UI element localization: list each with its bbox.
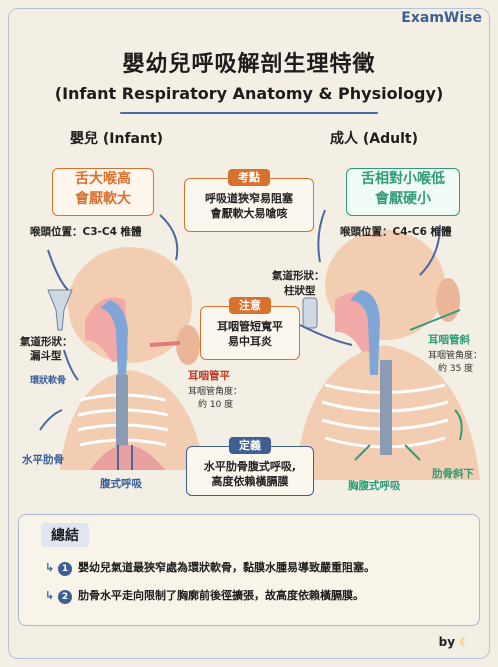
page-subtitle: (Infant Respiratory Anatomy & Physiology… [54,84,444,103]
adult-airway-value: 柱狀型 [284,285,316,297]
banana-icon: ☾ [459,635,470,649]
note-line1: 耳咽管短寬平 [217,320,283,333]
adult-heading: 成人 (Adult) [330,131,418,147]
adult-tube-angle-value: 約 35 度 [438,364,474,374]
summary-text-2: 肋骨水平走向限制了胸廓前後徑擴張，故高度依賴橫膈膜。 [78,589,365,602]
infant-ribs-label: 水平肋骨 [22,454,64,466]
keypoint-line1: 呼吸道狹窄易阻塞 [205,192,293,205]
adult-larynx-position: 喉頭位置：C4-C6 椎體 [340,226,452,238]
adult-tube-angle-label: 耳咽管角度： [428,351,483,361]
keypoint-box: 考點 呼吸道狹窄易阻塞 會厭軟大易嗆咳 [184,169,314,232]
definition-line1: 水平肋骨腹式呼吸, [203,460,297,473]
infant-feature-line2: 會厭軟大 [75,191,131,207]
infant-breathing-label: 腹式呼吸 [100,478,142,490]
infant-tube-angle-value: 約 10 度 [198,400,234,410]
definition-box: 定義 水平肋骨腹式呼吸, 高度依賴橫膈膜 [186,437,314,496]
summary-title: 總結 [41,523,89,547]
infant-tube-angle-label: 耳咽管角度： [188,387,243,397]
adult-feature-line1: 舌相對小喉低 [361,171,445,187]
adult-feature-line2: 會厭硬小 [375,191,431,207]
infant-heading: 嬰兒 (Infant) [70,131,164,147]
definition-line2: 高度依賴橫膈膜 [211,475,289,488]
adult-ribs-label: 肋骨斜下 [432,468,474,480]
title-underline [120,112,378,114]
note-box: 注意 耳咽管短寬平 易中耳炎 [200,297,300,360]
keypoint-line2: 會厭軟大易嗆咳 [210,207,288,220]
adult-figure [295,230,480,480]
summary-text-1: 嬰幼兒氣道最狹窄處為環狀軟骨，黏膜水腫易導致嚴重阻塞。 [78,561,376,574]
byline-text: by [438,635,456,649]
summary-panel: 總結 ↳ 1 嬰幼兒氣道最狹窄處為環狀軟骨，黏膜水腫易導致嚴重阻塞。 ↳ 2 肋骨水… [18,514,480,626]
arrow-icon: ↳ [45,589,59,602]
adult-feature-box: 舌相對小喉低 會厭硬小 [346,168,460,216]
keypoint-tag: 考點 [228,169,270,186]
arrow-icon: ↳ [45,561,59,574]
note-tag: 注意 [229,297,271,314]
byline: by ☾ [439,635,470,649]
adult-tube-title: 耳咽管斜 [428,334,470,346]
page-title: 嬰幼兒呼吸解剖生理特徵 [122,52,376,77]
adult-breathing-label: 胸腹式呼吸 [348,480,401,492]
adult-airway-label: 氣道形狀： [272,270,325,282]
brand-logo: ExamWise [401,10,482,26]
infant-feature-box: 舌大喉高 會厭軟大 [52,168,154,216]
infant-larynx-position: 喉頭位置：C3-C4 椎體 [30,226,142,238]
infant-cricoid-label: 環狀軟骨 [30,376,67,386]
summary-num-1: 1 [58,562,73,576]
definition-tag: 定義 [229,437,271,454]
note-line2: 易中耳炎 [228,335,272,348]
page-frame [8,8,490,659]
infant-tube-title: 耳咽管平 [188,370,230,382]
infant-airway-label: 氣道形狀： [20,336,73,348]
infant-airway-value: 漏斗型 [30,350,62,362]
summary-item-2: ↳ 2 肋骨水平走向限制了胸廓前後徑擴張，故高度依賴橫膈膜。 [45,587,364,604]
summary-num-2: 2 [58,590,73,604]
summary-item-1: ↳ 1 嬰幼兒氣道最狹窄處為環狀軟骨，黏膜水腫易導致嚴重阻塞。 [45,559,375,576]
infant-feature-line1: 舌大喉高 [75,171,131,187]
infant-figure [47,247,205,470]
